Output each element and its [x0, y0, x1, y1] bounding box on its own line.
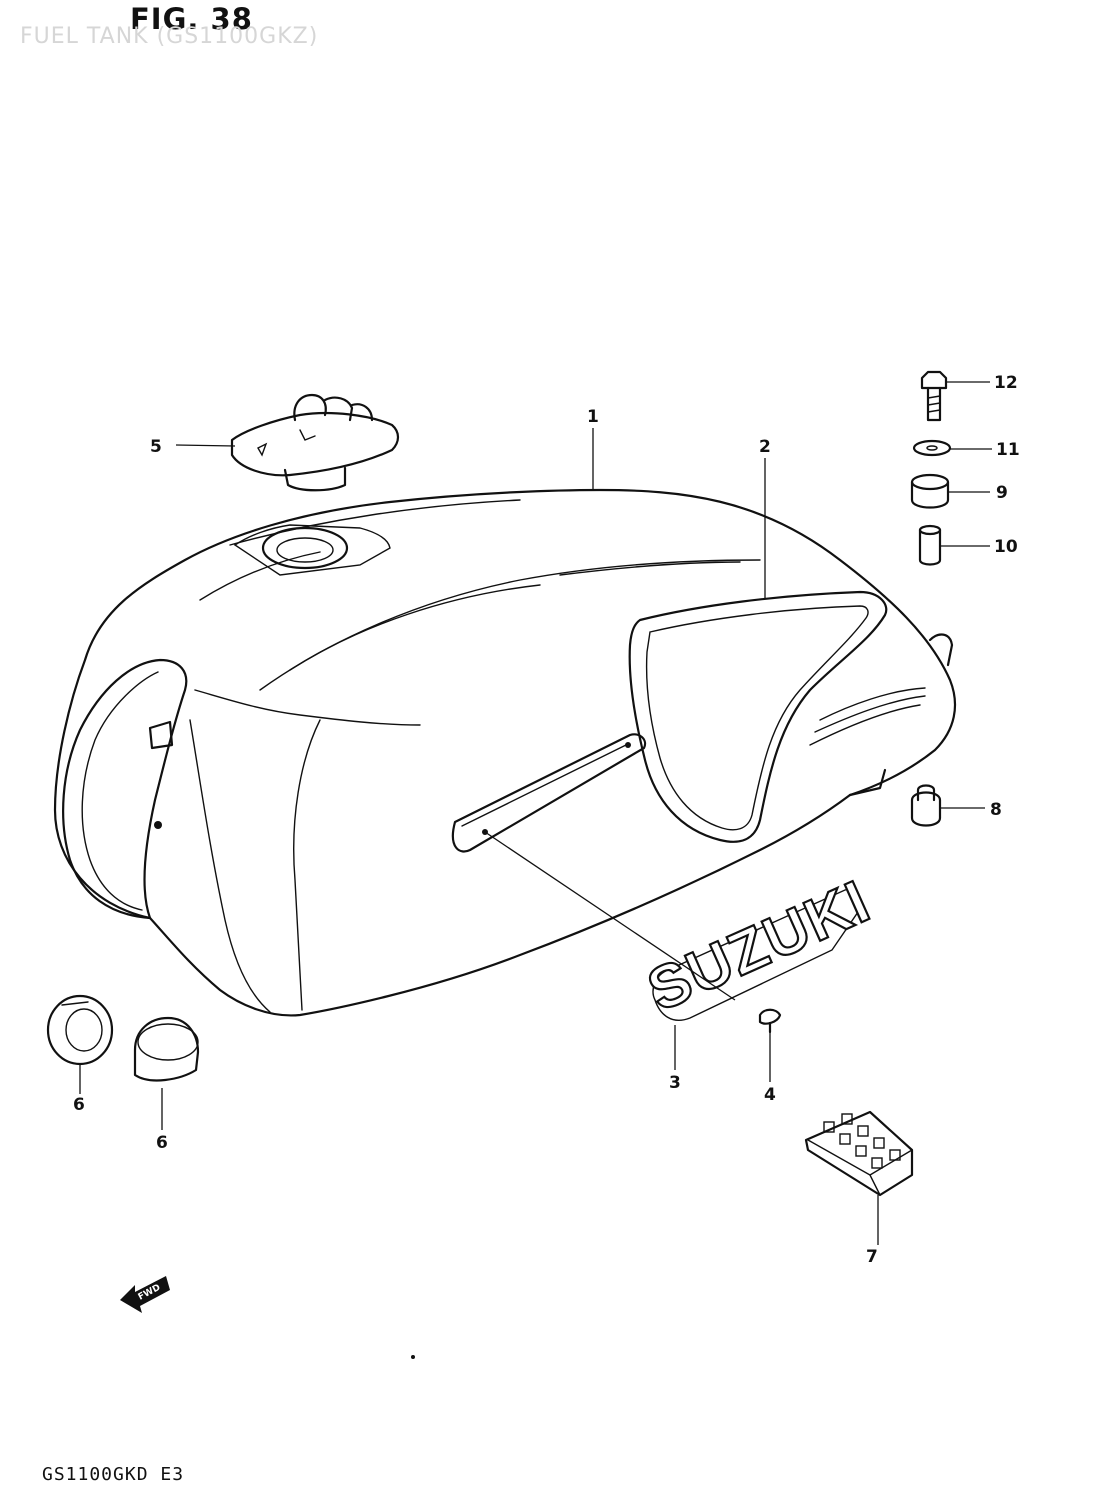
leader-lines — [79, 381, 992, 1245]
fuel-cap — [230, 393, 400, 492]
emblem-screw — [758, 1008, 782, 1034]
callout-4: 4 — [764, 1085, 776, 1105]
model-code: GS1100GKD E3 — [42, 1464, 185, 1485]
callout-6b: 6 — [156, 1133, 168, 1153]
callout-5: 5 — [150, 437, 162, 457]
cushion-a — [46, 994, 114, 1066]
mount-cushion — [910, 473, 950, 509]
fuel-tank — [53, 488, 957, 1017]
washer — [912, 439, 952, 457]
figure-title: FIG. 38 — [130, 2, 253, 36]
front-direction-arrow: FWD — [120, 1276, 170, 1313]
callout-12: 12 — [994, 373, 1018, 393]
callout-labels: 1 2 3 4 5 6 6 7 8 9 10 11 12 — [73, 373, 1020, 1267]
callout-1: 1 — [587, 407, 599, 427]
cushion-b — [133, 1016, 200, 1082]
callout-7: 7 — [866, 1247, 878, 1267]
callout-11: 11 — [996, 440, 1020, 460]
stray-mark — [411, 1355, 415, 1359]
callout-3: 3 — [669, 1073, 681, 1093]
callout-9: 9 — [996, 483, 1008, 503]
callout-6a: 6 — [73, 1095, 85, 1115]
callout-10: 10 — [994, 537, 1018, 557]
figure-subtitle: FUEL TANK (GS1100GKZ) — [20, 24, 319, 49]
rubber-cap — [910, 784, 942, 827]
callout-2: 2 — [759, 437, 771, 457]
spacer — [918, 524, 942, 566]
callout-8: 8 — [990, 800, 1002, 820]
rubber-cushion-block — [804, 1110, 914, 1197]
bolt — [920, 370, 948, 422]
